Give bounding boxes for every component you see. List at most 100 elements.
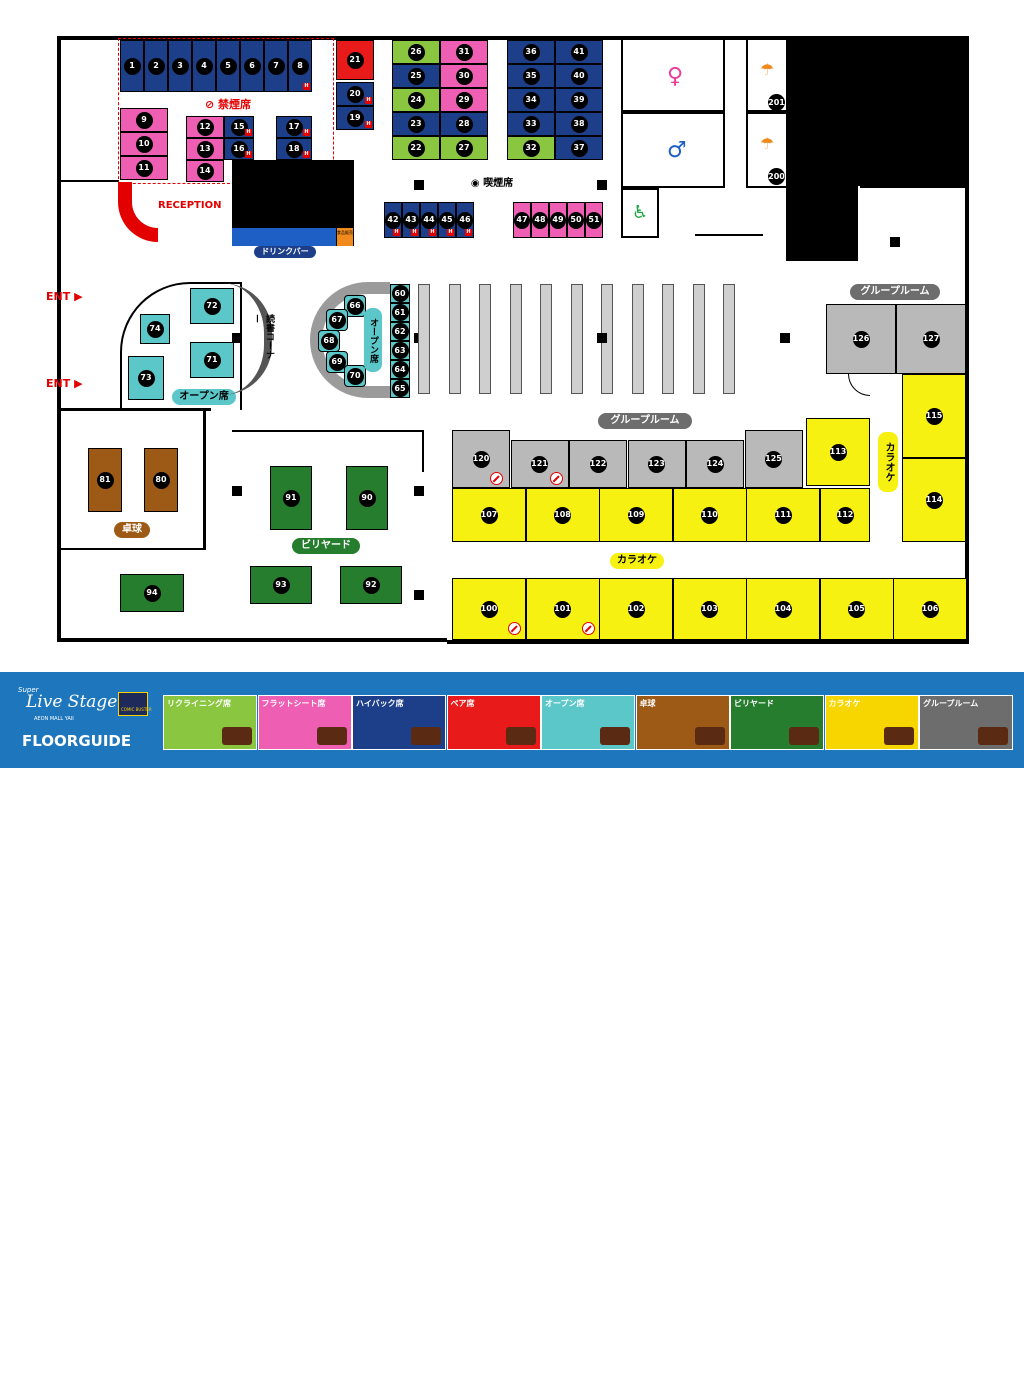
seat-number: 22 [407,139,425,157]
food-sales-sign: 食品販売 [337,228,353,246]
seat-number: 33 [522,115,540,133]
seat-105: 105 [819,578,894,640]
bench [479,284,491,394]
seat-number: 39 [570,91,588,109]
seat-number: 25 [407,67,425,85]
ent-text: ENT [46,290,71,303]
entrance-marker-1: ENT ▶ [46,290,83,303]
seat-2: 2 [144,40,168,92]
seat-number: 120 [472,450,490,468]
smoking-label: ◉ 喫煙席 [470,178,514,189]
smoking-room-icon [508,622,521,635]
seat-14: 14 [186,160,224,182]
seat-number: 24 [407,91,425,109]
high-back-marker: H [411,229,418,236]
seat-number: 20 [346,85,364,103]
seat-number: 121 [531,455,548,473]
seat-6: 6 [240,40,264,92]
wall-bottom-right [447,640,969,644]
pillar [232,486,242,496]
wall-segment [860,186,969,188]
smoking-room-icon [550,472,563,485]
seat-5: 5 [216,40,240,92]
seat-number: 44 [421,211,437,229]
seat-number: 69 [328,353,346,371]
bench [723,284,735,394]
high-back-marker: H [447,229,454,236]
bench [448,284,461,394]
pillar [597,333,607,343]
seat-number: 17 [285,118,303,136]
seat-number: 73 [137,369,155,387]
seat-number: 31 [455,43,473,61]
seat-number: 72 [203,297,221,315]
womens-restroom: ♀ [621,38,725,112]
seat-number: 105 [848,600,865,618]
shower-room-201: ☂ 201 [746,38,788,112]
wall-right [965,36,969,642]
seat-number: 68 [320,332,338,350]
pillar [414,180,424,190]
seat-114: 114 [902,458,966,542]
seat-91: 91 [270,466,312,530]
legend-label: ハイバック席 [356,699,404,708]
office-chair-icon [411,727,441,745]
wall-segment [967,186,969,246]
bench [540,284,552,394]
no-smoking-text: 禁煙席 [218,98,252,111]
reception-counter [118,182,158,242]
no-smoking-label: ⊘ 禁煙席 [204,98,252,111]
bench [692,284,705,394]
door-swing [848,374,870,396]
smoking-room-icon [490,472,503,485]
seat-number: 7 [267,57,285,75]
bench [662,284,674,394]
smoking-text: 喫煙席 [483,178,514,189]
inner-wall [61,548,206,550]
seat-90: 90 [346,466,388,530]
seat-66: 66 [344,295,366,317]
shower-icon: ☂ [760,60,775,79]
seat-40: 40 [555,64,603,88]
pillar [232,333,242,343]
seat-number: 51 [586,211,602,229]
karaoke-label: カラオケ [610,553,664,569]
seat-125: 125 [744,430,803,488]
seat-32: 32 [507,136,555,160]
seat-65: 65 [390,379,410,398]
seat-number: 110 [701,506,718,524]
seat-33: 33 [507,112,555,136]
drink-bar-counter [232,228,336,246]
seat-61: 61 [390,303,410,322]
seat-number: 201 [768,94,785,111]
sofa-icon [505,727,536,745]
seat-number: 94 [143,584,161,602]
seat-49: 49 [549,202,567,238]
seat-number: 124 [706,455,724,473]
seat-number: 122 [589,455,607,473]
seat-number: 2 [147,57,165,75]
seat-127: 127 [896,304,966,374]
seat-13: 13 [186,138,224,160]
seat-10: 10 [120,132,168,156]
seat-number: 74 [146,320,164,338]
open-seat-label: オープン席 [172,389,236,405]
seat-number: 35 [522,67,540,85]
back-office-area-2 [786,186,858,261]
seat-107: 107 [452,488,526,542]
seat-3: 3 [168,40,192,92]
seat-80: 80 [144,448,178,512]
bench [418,284,430,394]
reading-corner-arc [222,283,272,395]
seat-number: 23 [407,115,425,133]
seat-number: 26 [407,43,425,61]
seat-92: 92 [340,566,402,604]
billiards-label: ビリヤード [292,538,360,554]
seat-number: 11 [135,159,153,177]
seat-number: 15 [230,118,248,136]
seat-number: 70 [346,367,364,385]
legend-label: フラットシート席 [261,699,326,708]
seat-number: 4 [195,57,213,75]
